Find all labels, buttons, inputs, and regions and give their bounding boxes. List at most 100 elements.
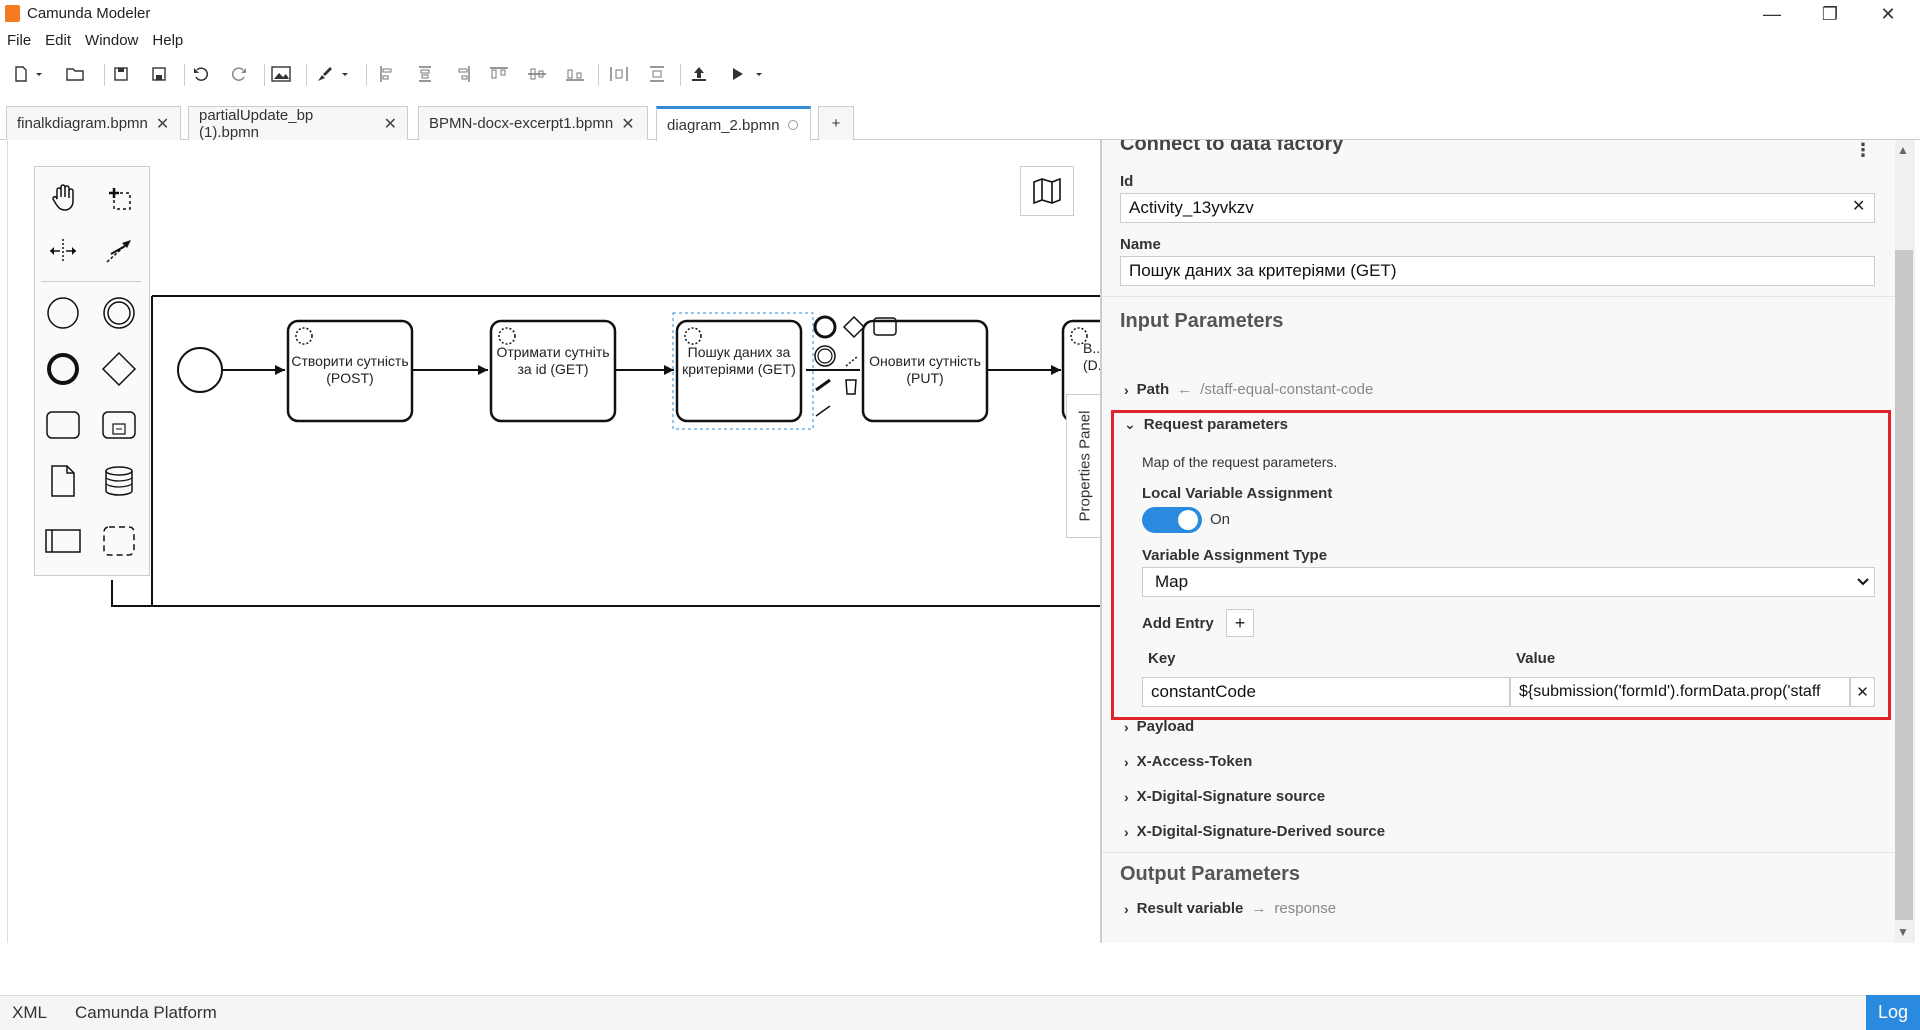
align-left-icon[interactable] xyxy=(374,60,400,88)
distribute-vertical-icon[interactable] xyxy=(644,60,670,88)
local-variable-toggle[interactable] xyxy=(1142,507,1202,533)
path-group[interactable]: › Path ← /staff-equal-constant-code xyxy=(1124,381,1373,398)
toolbar-separator xyxy=(306,64,307,86)
hand-tool-icon[interactable] xyxy=(41,175,85,219)
tab-finalkdiagram[interactable]: finalkdiagram.bpmn ✕ xyxy=(6,106,181,140)
open-folder-icon[interactable] xyxy=(62,60,88,88)
xml-tab[interactable]: XML xyxy=(12,1003,47,1022)
space-tool-icon[interactable] xyxy=(41,229,85,273)
save-as-icon[interactable] xyxy=(146,60,172,88)
data-store-icon[interactable] xyxy=(97,459,141,503)
chevron-down-icon xyxy=(1856,574,1870,593)
align-center-icon[interactable] xyxy=(412,60,438,88)
properties-panel-toggle[interactable]: Properties Panel xyxy=(1066,394,1102,538)
chevron-right-icon: › xyxy=(1124,788,1129,805)
tab-bar: finalkdiagram.bpmn ✕ partialUpdate_bp (1… xyxy=(0,104,1920,141)
close-icon[interactable]: ✕ xyxy=(621,115,635,133)
deploy-icon[interactable] xyxy=(686,60,712,88)
entry-key-field[interactable]: constantCode xyxy=(1142,677,1510,707)
add-entry-label: Add Entry xyxy=(1142,615,1214,632)
clear-id-icon[interactable]: ✕ xyxy=(1852,198,1866,215)
task-label[interactable]: Оновити сутність (PUT) xyxy=(869,353,981,386)
new-file-dropdown-icon[interactable] xyxy=(32,60,46,88)
intermediate-event-icon[interactable] xyxy=(97,291,141,335)
access-token-group[interactable]: › X-Access-Token xyxy=(1124,753,1252,770)
menu-edit[interactable]: Edit xyxy=(45,32,72,49)
close-icon[interactable]: ✕ xyxy=(155,115,170,133)
lasso-tool-icon[interactable] xyxy=(97,175,141,219)
color-dropdown-icon[interactable] xyxy=(338,60,352,88)
color-brush-icon[interactable] xyxy=(312,60,338,88)
platform-selector[interactable]: Camunda Platform xyxy=(75,1003,217,1022)
properties-panel-label: Properties Panel xyxy=(1076,410,1093,522)
minimize-button[interactable]: — xyxy=(1763,3,1781,24)
task-label[interactable]: Створити сутність (POST) xyxy=(291,353,409,386)
id-value: Activity_13yvkzv xyxy=(1129,198,1254,217)
chevron-right-icon: › xyxy=(1124,718,1129,735)
task-icon[interactable] xyxy=(41,403,85,447)
close-window-button[interactable]: ✕ xyxy=(1880,3,1896,24)
toolbar-separator xyxy=(598,64,599,86)
distribute-horizontal-icon[interactable] xyxy=(606,60,632,88)
add-entry-button[interactable]: + xyxy=(1226,609,1254,637)
start-event-icon[interactable] xyxy=(41,291,85,335)
value-column-header: Value xyxy=(1516,650,1556,667)
toggle-knob xyxy=(1178,510,1198,530)
tab-bpmn-docx-excerpt[interactable]: BPMN-docx-excerpt1.bpmn ✕ xyxy=(418,106,648,140)
new-tab-button[interactable]: + xyxy=(818,106,854,140)
minimap-toggle-button[interactable] xyxy=(1020,166,1074,216)
redo-icon[interactable] xyxy=(226,60,252,88)
status-bar: XML Camunda Platform xyxy=(0,995,1920,1030)
run-icon[interactable] xyxy=(724,60,750,88)
path-value: /staff-equal-constant-code xyxy=(1200,381,1374,398)
align-top-icon[interactable] xyxy=(486,60,512,88)
panel-scrollbar-thumb[interactable] xyxy=(1895,250,1913,920)
more-options-icon[interactable]: ⋮ xyxy=(1854,140,1872,160)
data-object-icon[interactable] xyxy=(41,459,85,503)
menu-help[interactable]: Help xyxy=(152,32,184,49)
gateway-icon[interactable] xyxy=(97,347,141,391)
signature-derived-group[interactable]: › X-Digital-Signature-Derived source xyxy=(1124,823,1385,840)
run-dropdown-icon[interactable] xyxy=(752,60,766,88)
new-file-icon[interactable] xyxy=(8,60,34,88)
undo-icon[interactable] xyxy=(188,60,214,88)
log-button[interactable]: Log xyxy=(1866,995,1920,1030)
variable-type-select[interactable]: Map xyxy=(1142,567,1875,597)
request-parameters-label: Request parameters xyxy=(1143,416,1288,433)
align-middle-icon[interactable] xyxy=(524,60,550,88)
toolbar-separator xyxy=(104,64,105,86)
scroll-up-icon[interactable]: ▲ xyxy=(1897,143,1909,157)
request-parameters-group[interactable]: ⌄ Request parameters xyxy=(1124,416,1288,433)
properties-panel: Connect to data factory ⋮ Id Activity_13… xyxy=(1100,140,1895,943)
signature-source-group[interactable]: › X-Digital-Signature source xyxy=(1124,788,1325,805)
payload-group[interactable]: › Payload xyxy=(1124,718,1194,735)
save-icon[interactable] xyxy=(108,60,134,88)
tab-diagram-2[interactable]: diagram_2.bpmn xyxy=(656,106,811,141)
global-connect-tool-icon[interactable] xyxy=(97,229,141,273)
end-event-icon[interactable] xyxy=(41,347,85,391)
tab-partialupdate[interactable]: partialUpdate_bp (1).bpmn ✕ xyxy=(188,106,408,141)
menu-file[interactable]: File xyxy=(7,32,32,49)
export-image-icon[interactable] xyxy=(268,60,294,88)
tab-label: diagram_2.bpmn xyxy=(667,116,780,134)
variable-type-value: Map xyxy=(1155,572,1189,591)
toolbar xyxy=(0,60,900,90)
menu-window[interactable]: Window xyxy=(85,32,139,49)
group-icon[interactable] xyxy=(97,519,141,563)
remove-entry-icon[interactable]: ✕ xyxy=(1850,677,1875,707)
pool-icon[interactable] xyxy=(41,519,85,563)
task-label[interactable]: Отримати сутніть за id (GET) xyxy=(496,344,610,377)
align-right-icon[interactable] xyxy=(450,60,476,88)
result-variable-group[interactable]: › Result variable → response xyxy=(1124,900,1336,917)
diagram-canvas[interactable]: Створити сутність (POST) Отримати сутніт… xyxy=(7,140,1109,943)
id-field[interactable]: Activity_13yvkzv xyxy=(1120,193,1875,223)
menu-bar: File Edit Window Help xyxy=(0,30,190,54)
close-icon[interactable]: ✕ xyxy=(383,115,397,133)
subprocess-icon[interactable] xyxy=(97,403,141,447)
scroll-down-icon[interactable]: ▼ xyxy=(1897,925,1909,939)
align-bottom-icon[interactable] xyxy=(562,60,588,88)
entry-value-field[interactable]: ${submission('formId').formData.prop('st… xyxy=(1510,677,1850,707)
restore-button[interactable]: ❐ xyxy=(1821,3,1839,24)
name-field[interactable]: Пошук даних за критеріями (GET) xyxy=(1120,256,1875,286)
task-label-selected[interactable]: Пошук даних за критеріями (GET) xyxy=(682,344,796,377)
